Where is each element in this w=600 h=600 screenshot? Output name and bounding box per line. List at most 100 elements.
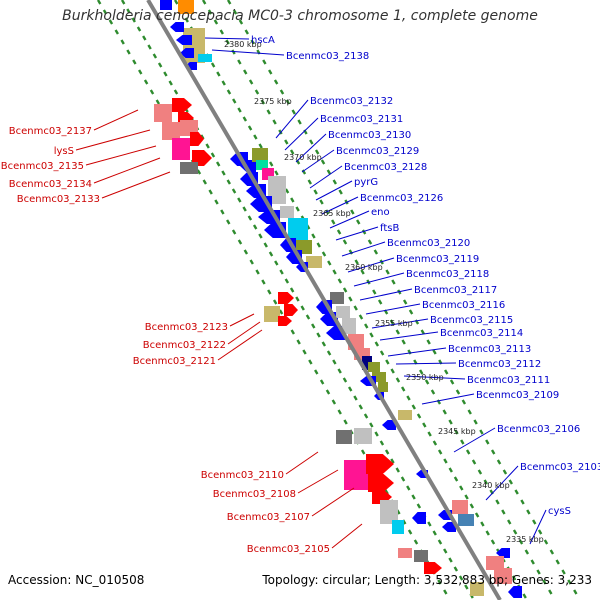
tick-mark (379, 440, 385, 446)
tick-mark (459, 485, 464, 491)
tick-mark (208, 189, 213, 195)
tick-mark (308, 359, 313, 365)
forward-gene-label: pyrG (354, 177, 378, 188)
tick-mark (432, 349, 437, 355)
tick-mark (173, 89, 179, 95)
tick-mark (430, 389, 436, 395)
tick-mark (464, 584, 469, 590)
tick-mark (442, 409, 447, 415)
tick-mark (474, 512, 480, 518)
tick-mark (356, 219, 361, 225)
reverse-gene-label: Bcenmc03_2134 (9, 179, 92, 190)
tick-mark (243, 69, 248, 75)
tick-mark (284, 188, 290, 194)
tick-mark (449, 379, 455, 385)
tick-mark (231, 49, 236, 55)
tick-mark (290, 329, 295, 335)
label-connector (329, 210, 370, 229)
tick-mark (261, 279, 266, 285)
tick-mark (537, 529, 543, 535)
tick-mark (543, 539, 549, 545)
tick-mark (258, 143, 263, 149)
tick-mark (225, 39, 230, 45)
tick-mark (390, 368, 395, 374)
label-connector (229, 313, 255, 327)
tick-mark (311, 323, 316, 329)
gene-block (378, 382, 388, 392)
tick-mark (248, 79, 254, 85)
label-connector (295, 133, 327, 163)
tick-mark (289, 287, 295, 293)
label-connector (321, 196, 359, 215)
tick-mark (247, 215, 253, 221)
tick-mark (424, 379, 430, 385)
tick-mark (490, 449, 496, 455)
tick-mark (237, 197, 242, 203)
tick-mark (406, 395, 411, 401)
tick-mark (300, 305, 305, 311)
forward-gene-label: Bcenmc03_2114 (440, 328, 523, 339)
tick-mark (502, 469, 508, 475)
gene-block (414, 550, 428, 562)
tick-mark (114, 29, 119, 35)
tick-mark (461, 399, 467, 405)
forward-gene-label: Bcenmc03_2117 (414, 285, 497, 296)
tick-mark (416, 503, 422, 509)
reverse-gene-label: Bcenmc03_2121 (133, 356, 216, 367)
tick-mark (437, 449, 443, 455)
gene-labels: hscABcenmc03_2138Bcenmc03_2132Bcenmc03_2… (1, 35, 600, 555)
tick-mark (337, 409, 342, 415)
tick-mark (369, 422, 374, 428)
gene-arrow (366, 454, 394, 474)
tick-mark (226, 219, 231, 225)
tick-mark (290, 197, 295, 203)
tick-mark (332, 359, 337, 365)
tick-mark (321, 251, 327, 257)
tick-mark (350, 209, 355, 215)
reverse-gene-label: lysS (54, 146, 74, 157)
scale-label: 2345 kbp (438, 427, 476, 436)
label-connector (217, 329, 263, 361)
reverse-gene-label: Bcenmc03_2137 (9, 126, 92, 137)
tick-mark (385, 359, 390, 365)
gene-arrow (176, 35, 192, 45)
tick-mark (216, 161, 221, 167)
gene-block (398, 410, 412, 420)
label-connector (335, 226, 379, 241)
tick-mark (471, 459, 477, 465)
tick-mark (460, 439, 465, 445)
label-connector (353, 272, 405, 287)
label-connectors (75, 37, 547, 549)
gene-arrow (442, 522, 456, 532)
label-connector (309, 165, 343, 189)
tick-mark (231, 229, 237, 235)
tick-mark (260, 99, 266, 105)
label-connector (227, 321, 261, 345)
tick-mark (411, 494, 416, 500)
gene-block (470, 582, 484, 596)
gene-block (452, 500, 468, 514)
tick-mark (266, 109, 271, 115)
tick-mark (390, 458, 395, 464)
label-connector (365, 303, 421, 315)
tick-mark (152, 53, 158, 59)
tick-mark (520, 499, 525, 505)
tick-mark (567, 579, 572, 585)
tick-mark (485, 530, 490, 536)
tick-mark (518, 539, 524, 545)
tick-mark (374, 341, 380, 347)
tick-mark (291, 109, 296, 115)
tick-mark (549, 549, 555, 555)
label-connector (347, 257, 395, 273)
gene-arrow (172, 98, 192, 112)
forward-gene-label: Bcenmc03_2116 (422, 300, 505, 311)
tick-mark (267, 289, 272, 295)
label-connector (395, 362, 457, 365)
forward-gene-label: ftsB (380, 223, 399, 234)
tick-mark (213, 19, 219, 25)
tick-mark (321, 341, 327, 347)
tick-mark (173, 0, 179, 5)
tick-mark (255, 269, 260, 275)
tick-mark (302, 349, 307, 355)
reverse-gene-label: Bcenmc03_2108 (213, 489, 296, 500)
